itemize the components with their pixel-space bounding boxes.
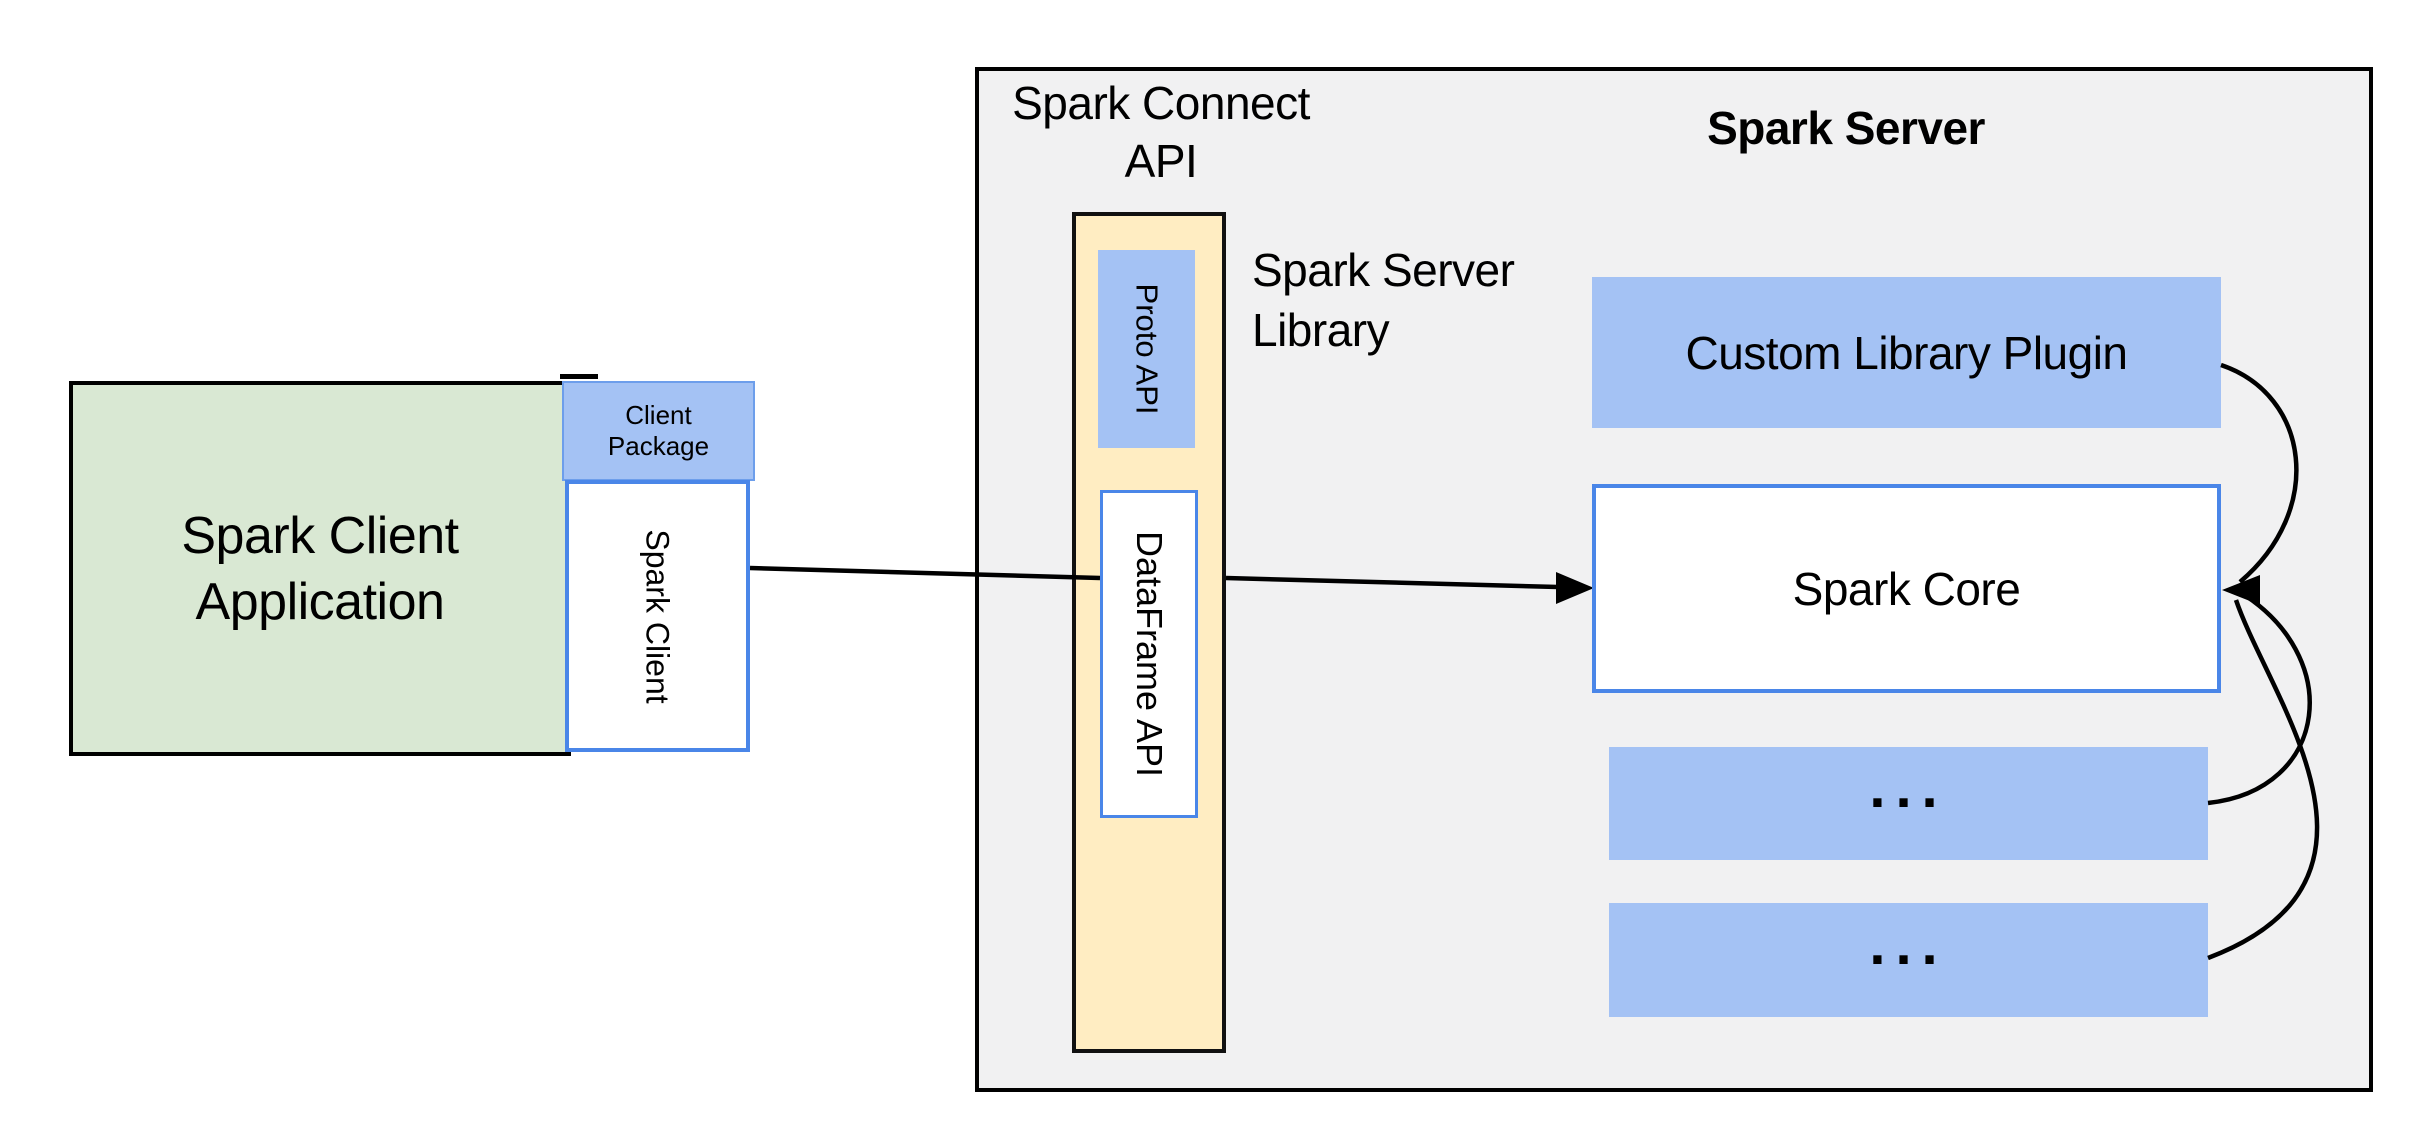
proto-api-label: Proto API [1129,283,1165,415]
spark-server-title: Spark Server [1707,102,1985,154]
client-package-label: Client Package [608,400,709,462]
custom-library-plugin-label: Custom Library Plugin [1685,326,2128,379]
spark-client-application-box: Spark Client Application [69,381,571,756]
border-tick [560,374,598,379]
spark-client-application-line2: Application [195,572,445,631]
plugin-row-ellipsis-2: ... [1609,903,2208,1017]
ellipsis-label-2: ... [1869,911,1948,977]
spark-client-application-label: Spark Client Application [181,503,459,635]
spark-server-library-line1: Spark Server [1252,244,1515,296]
spark-client-application-line1: Spark Client [181,506,459,565]
spark-connect-api-title-line1: Spark Connect [1012,77,1310,129]
spark-client-label: Spark Client [639,528,676,704]
spark-client-box: Spark Client [565,480,750,752]
spark-connect-api-title: Spark Connect API [990,74,1332,190]
ellipsis-label-1: ... [1869,754,1948,820]
client-package-line2: Package [607,431,710,461]
dataframe-api-label: DataFrame API [1129,530,1170,778]
spark-connect-api-title-line2: API [1124,135,1198,187]
spark-server-library-line2: Library [1252,304,1390,356]
spark-server-library-label: Spark Server Library [1252,240,1652,360]
dataframe-api-box: DataFrame API [1100,490,1198,818]
spark-core-box: Spark Core [1592,484,2221,693]
client-package-box: Client Package [562,381,755,481]
client-package-line1: Client [625,400,692,430]
custom-library-plugin-box: Custom Library Plugin [1592,277,2221,428]
proto-api-box: Proto API [1098,250,1195,448]
spark-core-label: Spark Core [1792,562,2021,615]
plugin-row-ellipsis-1: ... [1609,747,2208,860]
